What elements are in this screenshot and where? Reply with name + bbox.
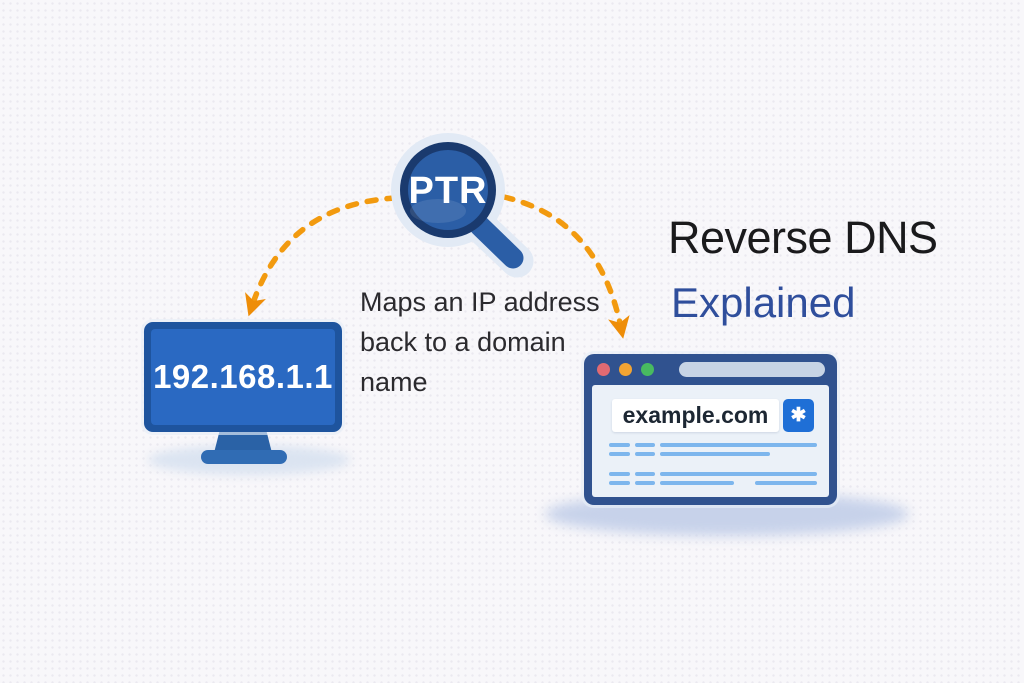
window-dot-yellow-icon: [619, 363, 632, 376]
content-line: [635, 443, 655, 447]
content-line: [660, 443, 817, 447]
browser-window: example.com ✱: [584, 354, 837, 505]
ptr-magnifier-icon: PTR: [391, 133, 534, 278]
monitor: 192.168.1.1: [144, 322, 342, 432]
content-line: [635, 481, 655, 485]
ip-address: 192.168.1.1: [153, 358, 333, 395]
content-line: [609, 472, 630, 476]
asterisk-icon: ✱: [790, 405, 807, 426]
window-dot-green-icon: [641, 363, 654, 376]
ptr-label: PTR: [409, 170, 488, 212]
content-line: [660, 472, 817, 476]
address-text: example.com: [622, 402, 769, 428]
address-bar: example.com: [612, 399, 779, 432]
description-text: Maps an IP address back to a domain name: [360, 282, 600, 402]
window-dot-red-icon: [597, 363, 610, 376]
description-line: back to a domain: [360, 327, 566, 357]
browser-titlebar: [584, 354, 837, 385]
page-title: Reverse DNS: [668, 212, 938, 263]
description-line: name: [360, 367, 428, 397]
content-line-row: [609, 481, 817, 485]
browser-content: example.com ✱: [592, 385, 829, 497]
magnifier-lens: [408, 150, 488, 230]
content-line: [660, 452, 770, 456]
content-line: [609, 452, 630, 456]
page-subtitle: Explained: [671, 279, 856, 326]
content-line: [660, 481, 734, 485]
content-line-row: [609, 443, 817, 447]
monitor-stand-neck: [214, 430, 272, 453]
content-line-row: [609, 472, 817, 476]
monitor-stand-base: [201, 450, 287, 464]
lens-highlight: [410, 199, 466, 223]
description-line: Maps an IP address: [360, 287, 600, 317]
tab-placeholder: [679, 362, 825, 377]
content-line: [609, 481, 630, 485]
content-line-row: [609, 452, 817, 456]
content-line: [755, 481, 817, 485]
search-button: ✱: [783, 399, 814, 432]
content-line: [635, 472, 655, 476]
address-row: example.com ✱: [612, 399, 814, 432]
magnifier-handle: [469, 215, 524, 269]
content-line: [635, 452, 655, 456]
monitor-screen: 192.168.1.1: [151, 329, 335, 425]
content-line: [609, 443, 630, 447]
